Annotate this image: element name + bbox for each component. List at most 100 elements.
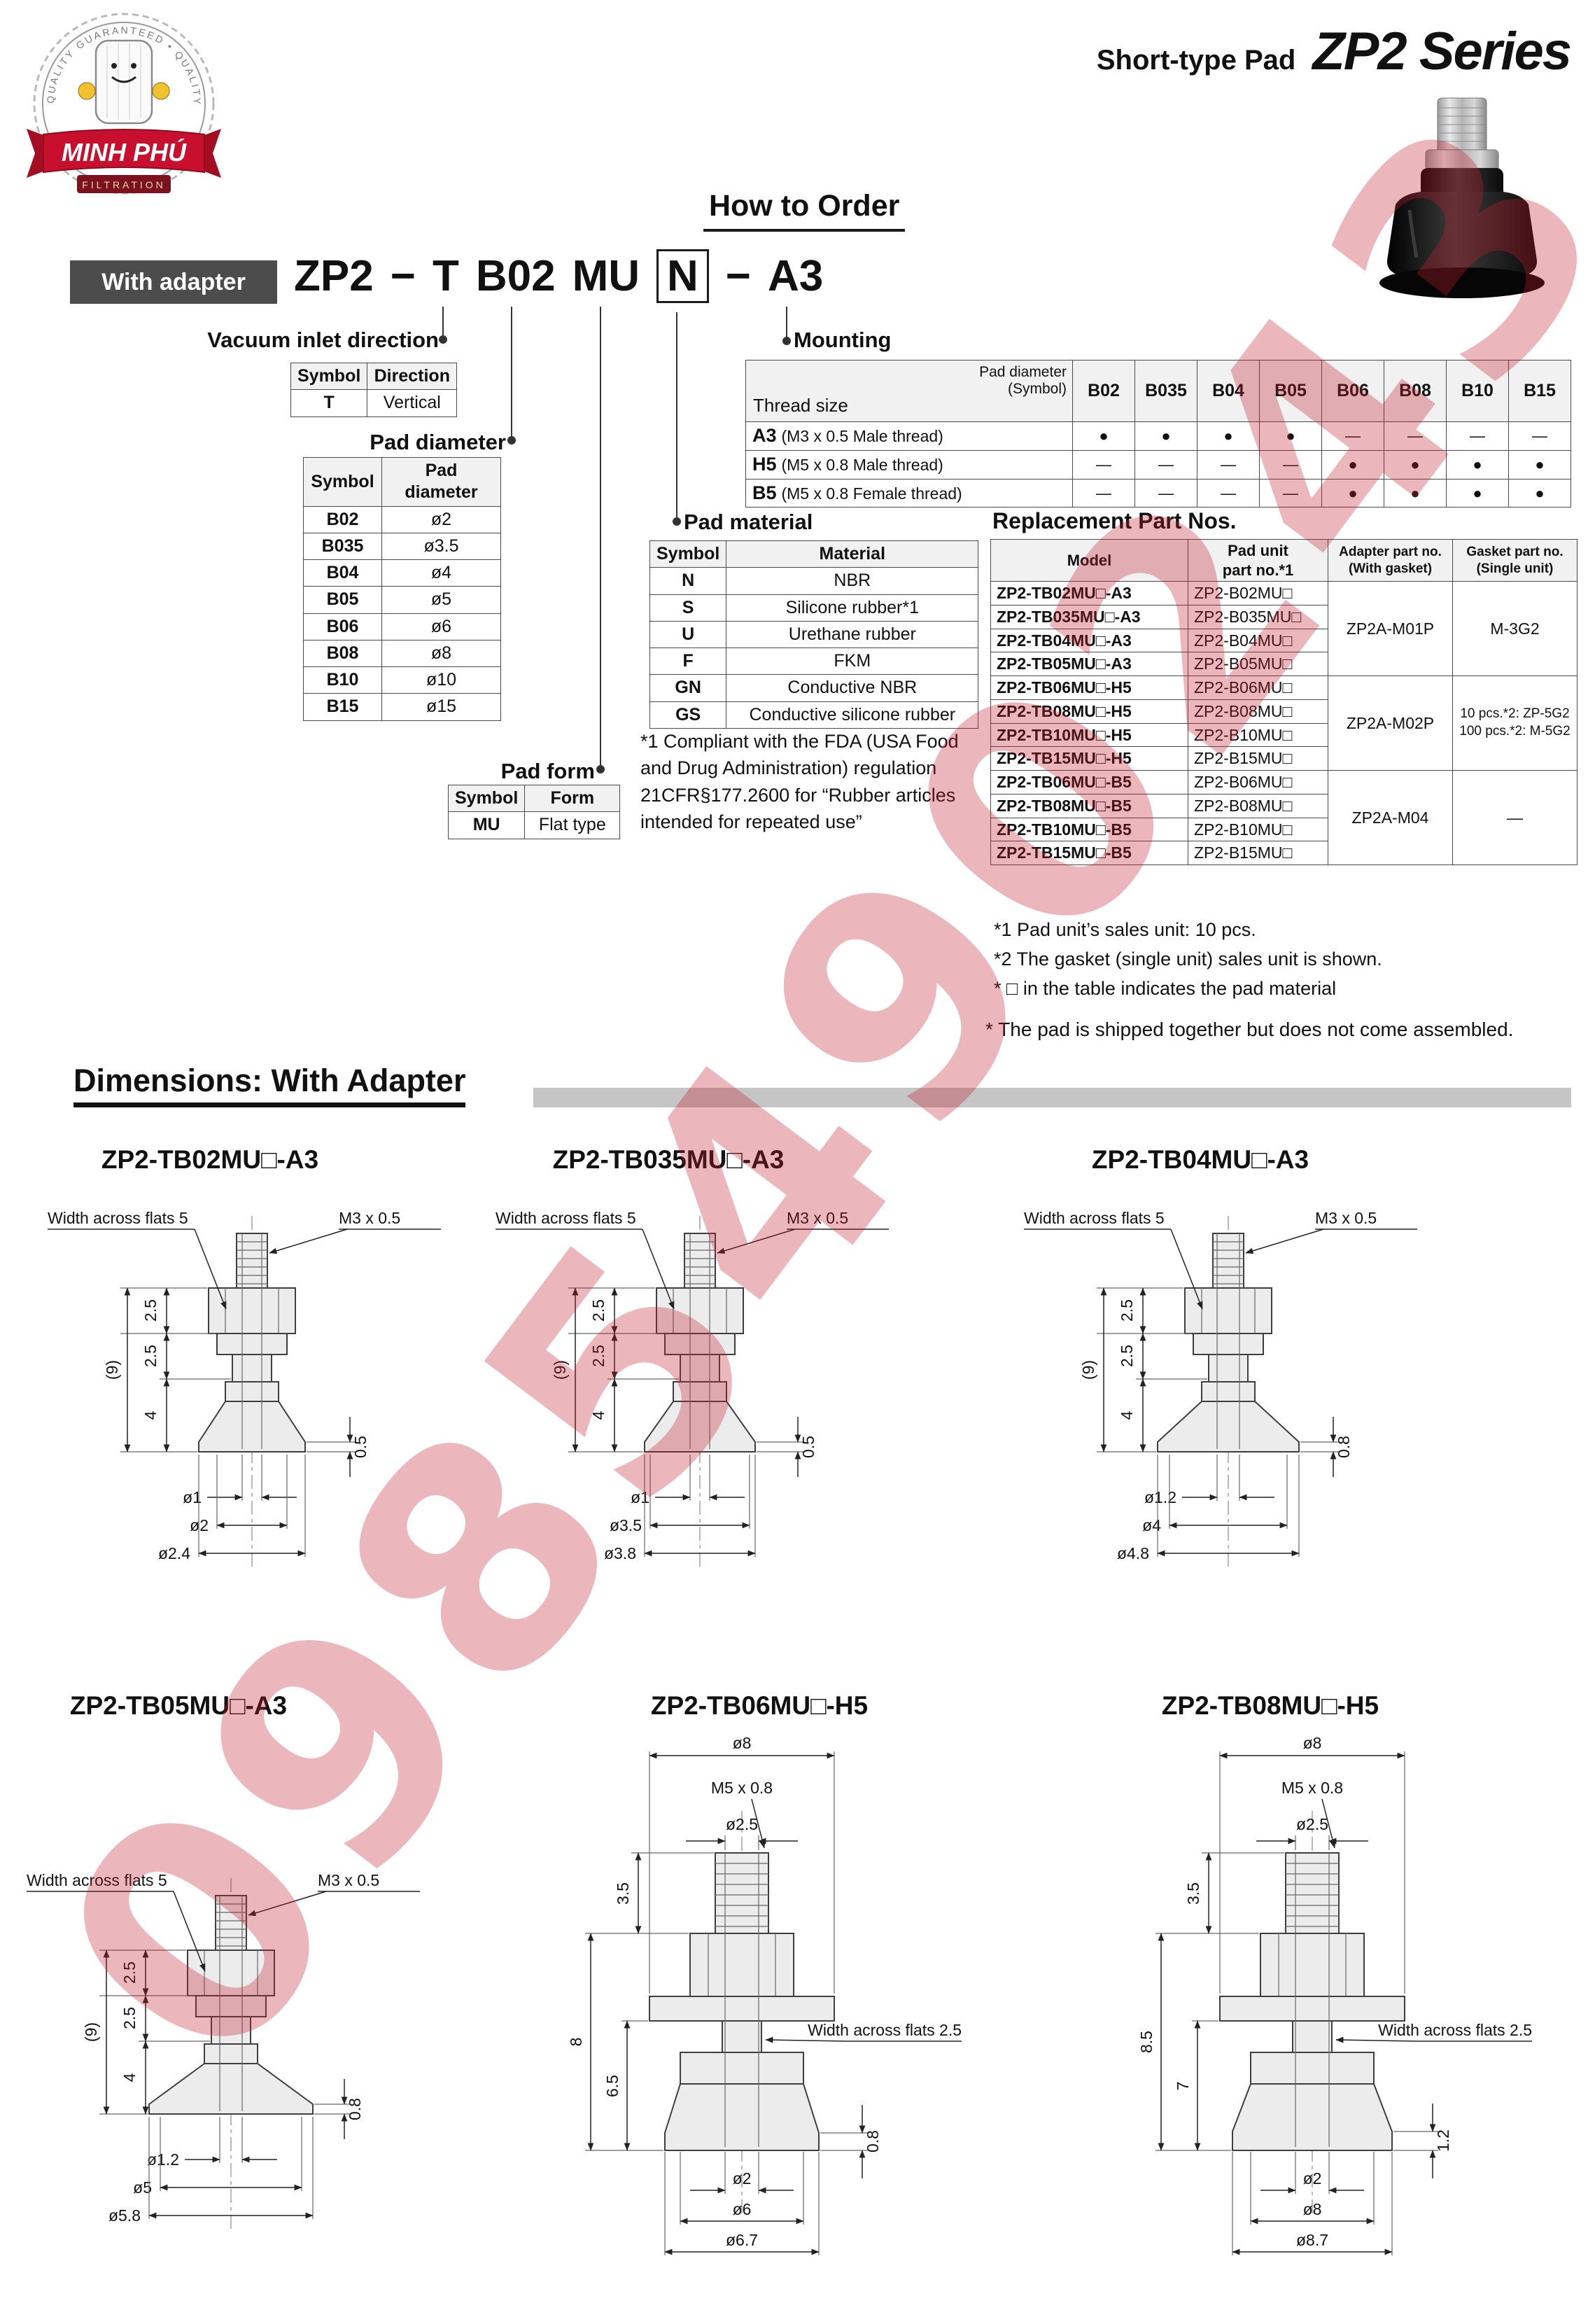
pad-unit-cell: ZP2-B15MU□ (1188, 841, 1328, 865)
symbol-cell: T (290, 389, 368, 417)
dim-d3: ø6.7 (726, 2231, 758, 2249)
table-row: ZP2-TB02MU□-A3 ZP2-B02MU□ ZP2A-M01P M-3G… (990, 581, 1578, 676)
drawing-title-tb035: ZP2-TB035MU□-A3 (552, 1145, 785, 1174)
drawing-title-tb08: ZP2-TB08MU□-H5 (1161, 1691, 1379, 1720)
model-cell: ZP2-TB15MU□-B5 (990, 841, 1188, 865)
value-cell: ø3.5 (381, 532, 501, 561)
symbol-cell: MU (447, 811, 526, 839)
model-cell: ZP2-TB10MU□-B5 (990, 817, 1188, 842)
replacement-title: Replacement Part Nos. (992, 508, 1237, 533)
dim-lip: 0.5 (351, 1436, 370, 1458)
mounting-table: Pad diameter(Symbol) Thread size B02 B03… (745, 360, 1571, 508)
dim-d3: ø8.7 (1296, 2231, 1328, 2249)
thread-size-cell: A3 (M3 x 0.5 Male thread) (745, 421, 1073, 451)
code-direction: T (432, 252, 459, 300)
code-prefix: ZP2 (294, 252, 374, 300)
dimension-lines: Width across flats 5 M3 x 0.5 2.5 2.5 4 … (1024, 1209, 1417, 1562)
symbol-cell: N (649, 567, 727, 595)
table-row: B5 (M5 x 0.8 Female thread) — — — — ● ● … (745, 478, 1571, 508)
availability-cell: ● (1321, 478, 1384, 508)
col-form: Form (524, 784, 621, 813)
availability-cell: — (1384, 421, 1447, 451)
symbol-cell: U (649, 620, 727, 649)
pad-unit-cell: ZP2-B10MU□ (1188, 722, 1328, 748)
dimension-lines: Width across flats 5 M3 x 0.5 2.5 2.5 4 … (48, 1209, 441, 1562)
col-b06: B06 (1321, 360, 1384, 422)
mounting-title: Mounting (794, 328, 892, 352)
adapter-cell: ZP2A-M02P (1328, 676, 1453, 771)
gasket-line: 10 pcs.*2: ZP-5G2 (1460, 706, 1570, 722)
col-gasket: Gasket part no.(Single unit) (1452, 539, 1578, 582)
gasket-cell: M-3G2 (1452, 581, 1578, 676)
header-line: part no.*1 (1222, 561, 1294, 579)
dim-h1: 2.5 (589, 1299, 607, 1322)
dim-h-ref: (9) (82, 2022, 100, 2042)
dim-h-ref: (9) (551, 1360, 569, 1380)
symbol-cell: B035 (303, 532, 382, 561)
table-row: ZP2-TB06MU□-B5 ZP2-B06MU□ ZP2A-M04 — (990, 770, 1578, 865)
symbol-cell: B10 (303, 666, 382, 694)
table-row: MU Flat type (447, 811, 621, 839)
dim-top-d: ø8 (733, 1734, 752, 1752)
pad-material-title: Pad material (684, 510, 813, 534)
replacement-notes: *1 Pad unit’s sales unit: 10 pcs. *2 The… (994, 916, 1382, 1004)
header-line: (With gasket) (1348, 561, 1433, 576)
pad-unit-cell: ZP2-B06MU□ (1188, 770, 1328, 794)
value-cell: ø8 (381, 639, 501, 668)
value-cell: FKM (726, 647, 979, 676)
dim-h-top: 3.5 (1184, 1882, 1202, 1905)
availability-cell: — (1072, 449, 1135, 479)
dim-thread: M3 x 0.5 (1315, 1209, 1377, 1227)
col-value: Pad diameter (381, 457, 501, 507)
drawing-tb08: ø8 M5 x 0.8 ø2.5 3.5 8.5 7 Width across … (1137, 1734, 1532, 2255)
model-cell: ZP2-TB04MU□-A3 (990, 628, 1188, 653)
dim-h-in: 6.5 (603, 2075, 621, 2097)
model-cell: ZP2-TB035MU□-A3 (990, 604, 1188, 629)
value-cell: ø10 (381, 666, 501, 694)
mounting-corner-cell: Pad diameter(Symbol) Thread size (745, 360, 1073, 422)
model-cell: ZP2-TB05MU□-A3 (990, 652, 1188, 676)
dimension-lines: ø8 M5 x 0.8 ø2.5 3.5 8 6.5 Width across … (567, 1734, 962, 2255)
availability-cell: — (1446, 421, 1509, 451)
minh-phu-logo: QUALITY GUARANTEED • QUALITY GUARANTEED … (15, 6, 221, 195)
how-to-order-heading: How to Order (703, 189, 906, 232)
dim-thread: M3 x 0.5 (787, 1209, 848, 1227)
dim-h-ref: (9) (103, 1360, 121, 1380)
logo-mascot (78, 39, 170, 125)
col-b10: B10 (1446, 360, 1509, 422)
pad-unit-cell: ZP2-B02MU□ (1188, 581, 1328, 606)
model-cell: ZP2-TB08MU□-B5 (990, 793, 1188, 818)
dim-stem-d: ø2.5 (1296, 1815, 1328, 1833)
value-cell: Silicone rubber*1 (726, 594, 979, 622)
col-symbol: Symbol (290, 362, 368, 391)
col-b02: B02 (1072, 360, 1135, 422)
pad-unit-cell: ZP2-B15MU□ (1188, 746, 1328, 771)
order-code: ZP2 − T B02 MU N − A3 (294, 249, 823, 303)
note: * □ in the table indicates the pad mater… (994, 977, 1337, 999)
value-cell: Conductive NBR (726, 674, 979, 702)
header-line: Gasket part no. (1466, 544, 1564, 559)
col-b04: B04 (1197, 360, 1260, 422)
dim-h2: 2.5 (589, 1345, 607, 1367)
dim-h2: 2.5 (141, 1345, 160, 1367)
corner-bottom: Thread size (753, 394, 848, 416)
dim-h-top: 3.5 (614, 1882, 632, 1905)
code-form: MU (572, 252, 640, 300)
dim-h2: 2.5 (120, 2007, 139, 2029)
dim-h-ref: (9) (1079, 1360, 1097, 1380)
dim-waf: Width across flats 2.5 (1378, 2021, 1532, 2039)
code-mounting: A3 (767, 252, 824, 300)
dim-h1: 2.5 (120, 1961, 139, 1984)
vacuum-inlet-title: Vacuum inlet direction (207, 328, 439, 352)
part-outline (198, 1233, 306, 1452)
gasket-line: 100 pcs.*2: M-5G2 (1459, 724, 1571, 738)
dim-stem-d: ø2.5 (726, 1815, 758, 1833)
symbol-cell: B02 (303, 505, 382, 533)
